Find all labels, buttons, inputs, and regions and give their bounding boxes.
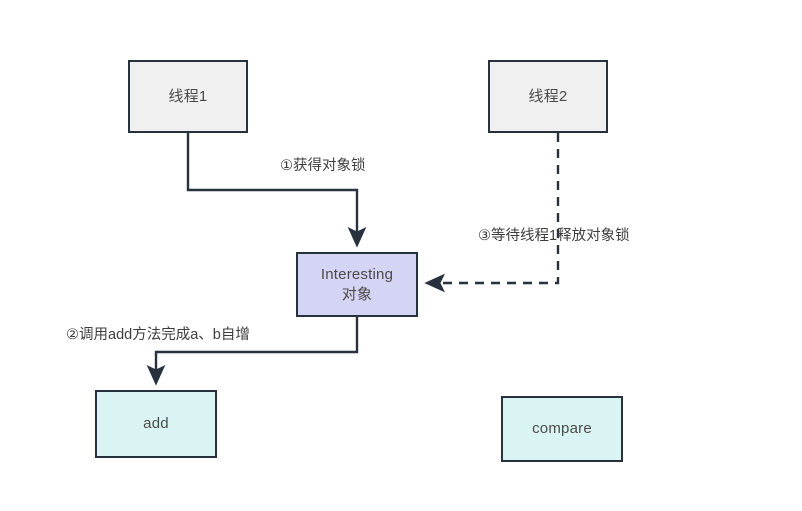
node-interesting-object-label: Interesting 对象 <box>321 265 393 305</box>
edge-thread1-to-interesting <box>186 133 367 248</box>
node-thread2-label: 线程2 <box>528 87 568 105</box>
node-compare[interactable]: compare <box>501 396 623 462</box>
node-add-label: add <box>143 415 169 432</box>
edge-label-acquire-lock: ①获得对象锁 <box>280 158 366 174</box>
node-add[interactable]: add <box>95 390 217 458</box>
edge-label-call-add-method: ②调用add方法完成a、b自增 <box>66 327 250 343</box>
edge-label-wait-release-lock: ③等待线程1释放对象锁 <box>478 228 630 244</box>
node-interesting-object[interactable]: Interesting 对象 <box>296 252 418 317</box>
node-thread1-label: 线程1 <box>168 87 208 105</box>
node-thread2[interactable]: 线程2 <box>488 60 608 133</box>
node-interesting-object-label-line2: 对象 <box>341 285 373 303</box>
node-thread1[interactable]: 线程1 <box>128 60 248 133</box>
edge-thread2-to-interesting <box>424 133 560 293</box>
node-compare-label: compare <box>532 420 592 437</box>
node-interesting-object-label-line1: Interesting <box>320 265 394 283</box>
edge-interesting-to-add <box>146 317 359 386</box>
